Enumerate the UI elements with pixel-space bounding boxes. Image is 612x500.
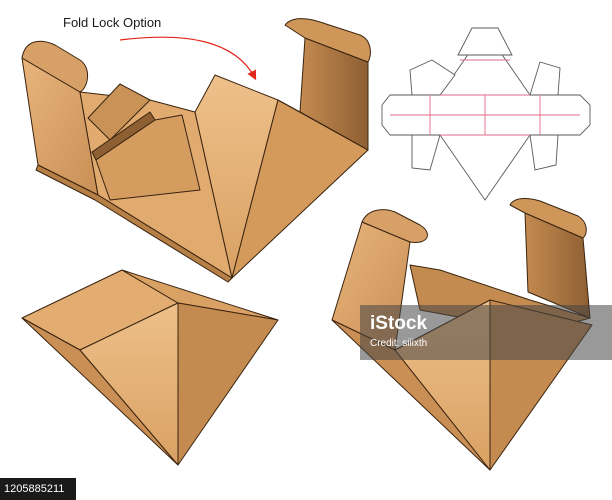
dieline-bottom-right-flap <box>529 134 559 171</box>
dieline-fold-lines <box>390 59 580 136</box>
stock-id-label: 1205885211 <box>0 478 76 500</box>
credit-prefix: Credit: <box>370 338 400 349</box>
callout-arrow <box>119 36 257 81</box>
open-box-view <box>21 18 371 283</box>
watermark-logo: iStock <box>370 313 428 334</box>
inner-wall-center <box>95 114 201 201</box>
dieline-top-left-flap <box>409 59 456 96</box>
dieline-bottom-left-flap <box>411 134 441 171</box>
right-wall-tab <box>284 18 371 63</box>
watermark-credit: Credit: siiixth <box>370 338 427 349</box>
right-wall-base <box>277 99 369 151</box>
bottom-edge <box>35 164 233 283</box>
half-left-tab <box>361 209 428 243</box>
inner-wall-left <box>87 83 151 141</box>
dieline-template <box>381 27 591 201</box>
closed-box-view <box>21 269 279 466</box>
credit-name: siiixth <box>402 338 428 349</box>
half-right-tab <box>509 198 587 239</box>
callout-label: Fold Lock Option <box>63 15 162 30</box>
dieline-bottom-lid <box>439 134 531 201</box>
watermark-banner: iStock Credit: siiixth <box>360 305 612 360</box>
dieline-top-right-flap <box>529 61 561 96</box>
left-flap-tab <box>21 40 88 93</box>
dieline-top-tab <box>457 27 513 56</box>
closed-front-right <box>177 302 279 466</box>
